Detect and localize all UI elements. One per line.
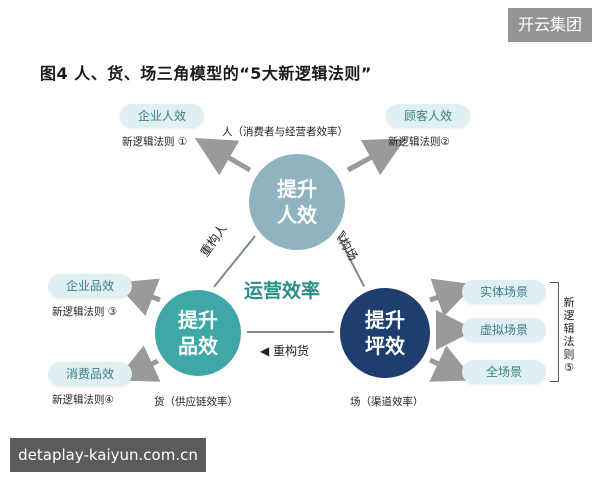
rule-4-label: 新逻辑法则④ — [52, 394, 114, 406]
place-node-line2: 坪效 — [365, 334, 405, 358]
customer-people-pill: 顾客人效 — [386, 104, 470, 128]
goods-caption: 货（供应链效率） — [154, 396, 238, 408]
goods-node-line1: 提升 — [178, 308, 218, 332]
people-caption: 人（消费者与经营者效率） — [222, 126, 348, 138]
rule-3-label: 新逻辑法则 ③ — [52, 306, 118, 318]
full-place-pill: 全场景 — [462, 360, 546, 384]
enterprise-people-pill: 企业人效 — [120, 104, 204, 128]
arrow-to-enterprise-people — [194, 137, 252, 176]
goods-node-line2: 品效 — [178, 334, 218, 358]
center-label: 运营效率 — [244, 280, 321, 302]
arrow-to-physical-place — [429, 278, 475, 317]
arrow-to-customer-people — [346, 138, 406, 176]
rule-1-label: 新逻辑法则 ① — [122, 136, 188, 148]
arrow-to-enterprise-goods — [115, 278, 161, 316]
edge-people-goods — [204, 219, 269, 299]
rule-5-label: 新逻辑法则⑤ — [563, 296, 575, 374]
consumer-goods-pill: 消费品效 — [48, 362, 132, 386]
place-caption: 场（渠道效率） — [350, 396, 424, 408]
arrow-to-consumer-goods — [115, 345, 162, 382]
edge-people-place — [329, 219, 371, 299]
watermark-logo: 开云集团 — [508, 8, 592, 42]
virtual-place-pill: 虚拟场景 — [462, 318, 546, 342]
people-node-line2: 人效 — [277, 203, 317, 227]
rule-2-label: 新逻辑法则② — [388, 136, 450, 148]
edge-label-rebuild-goods: ◀ 重构货 — [260, 344, 310, 358]
place-efficiency-node: 提升 坪效 — [340, 288, 430, 378]
place-node-line1: 提升 — [365, 308, 405, 332]
watermark-url: detaplay-kaiyun.com.cn — [10, 438, 206, 472]
arrow-to-full-place — [428, 345, 475, 382]
enterprise-goods-pill: 企业品效 — [48, 274, 132, 298]
figure-title: 图4 人、货、场三角模型的“5大新逻辑法则” — [40, 64, 372, 83]
place-rule-bracket — [550, 282, 559, 382]
goods-efficiency-node: 提升 品效 — [155, 290, 241, 376]
people-efficiency-node: 提升 人效 — [249, 154, 345, 250]
people-node-line1: 提升 — [277, 177, 317, 201]
physical-place-pill: 实体场景 — [462, 280, 546, 304]
